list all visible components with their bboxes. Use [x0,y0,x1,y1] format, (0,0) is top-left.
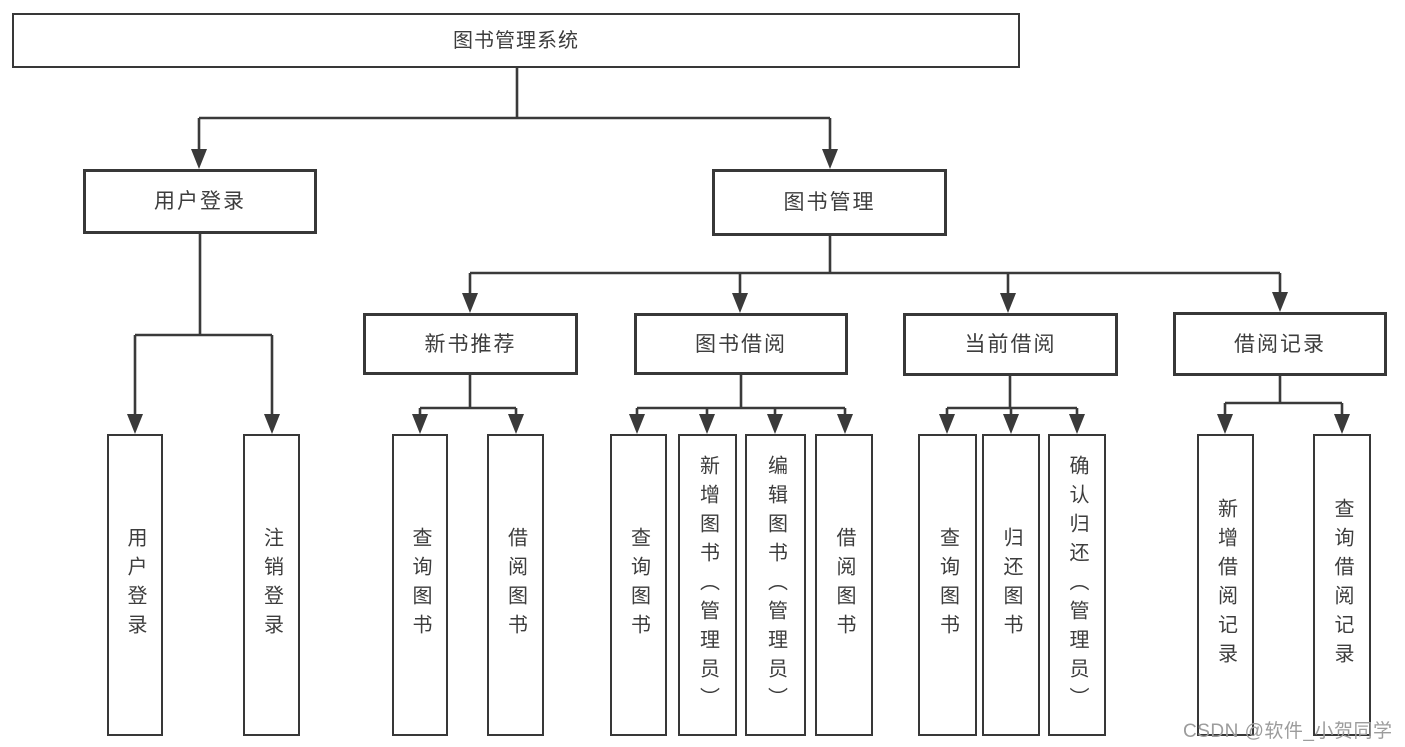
arrowhead-icon [508,414,524,434]
leaf-logout: 注销登录 [243,434,300,736]
arrowhead-icon [939,414,955,434]
leaf-cb-query-books: 查询图书 [918,434,977,736]
arrowhead-icon [1000,293,1016,313]
csdn-watermark: CSDN @软件_小贺同学 [1183,721,1393,742]
leaf-br-add-record: 新增借阅记录 [1197,434,1254,736]
arrowhead-icon [1069,414,1085,434]
arrowheads [127,149,1350,434]
arrowhead-icon [1003,414,1019,434]
leaf-nbr-borrow-books: 借阅图书 [487,434,544,736]
node-book-management: 图书管理 [712,169,947,236]
node-book-borrowing: 图书借阅 [634,313,848,375]
node-user-login: 用户登录 [83,169,317,234]
node-root: 图书管理系统 [12,13,1020,68]
arrowhead-icon [412,414,428,434]
arrowhead-icon [1272,292,1288,312]
arrowhead-icon [837,414,853,434]
arrowhead-icon [191,149,207,169]
leaf-bb-borrow-books: 借阅图书 [815,434,873,736]
arrowhead-icon [629,414,645,434]
leaf-br-query-record: 查询借阅记录 [1313,434,1371,736]
leaf-bb-query-books: 查询图书 [610,434,667,736]
arrowhead-icon [462,293,478,313]
leaf-bb-edit-books-admin: 编辑图书（管理员） [745,434,806,736]
arrowhead-icon [699,414,715,434]
node-current-borrowing: 当前借阅 [903,313,1118,376]
leaf-cb-confirm-return-admin: 确认归还（管理员） [1048,434,1106,736]
arrowhead-icon [1334,414,1350,434]
leaf-nbr-query-books: 查询图书 [392,434,448,736]
leaf-bb-add-books-admin: 新增图书（管理员） [678,434,737,736]
arrowhead-icon [732,293,748,313]
arrowhead-icon [822,149,838,169]
leaf-user-login: 用户登录 [107,434,163,736]
arrowhead-icon [1217,414,1233,434]
arrowhead-icon [767,414,783,434]
node-new-book-recommend: 新书推荐 [363,313,578,375]
arrowhead-icon [264,414,280,434]
arrowhead-icon [127,414,143,434]
leaf-cb-return-books: 归还图书 [982,434,1040,736]
node-borrowing-records: 借阅记录 [1173,312,1387,376]
